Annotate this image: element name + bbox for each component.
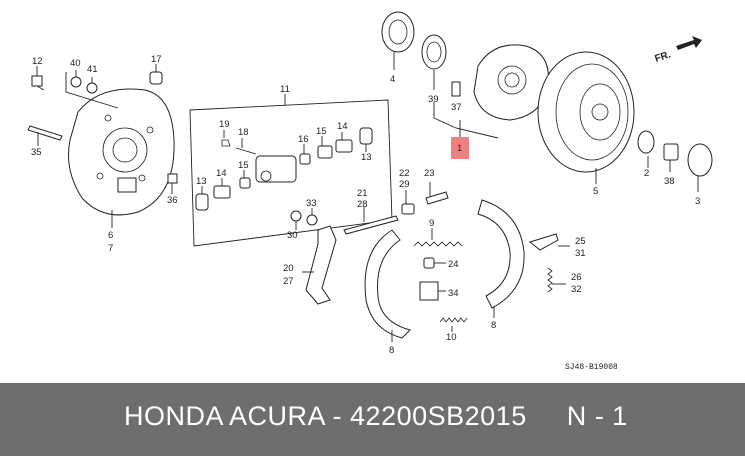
parking-brake-lever <box>290 208 337 305</box>
nut-40-41 <box>65 70 119 109</box>
label-16: 16 <box>298 134 309 145</box>
label-30: 30 <box>287 230 298 241</box>
front-arrow-icon: FR. <box>654 36 702 65</box>
label-12: 12 <box>32 56 43 67</box>
washer-nut-cap <box>637 130 713 192</box>
callout-labels: 12 40 41 17 11 4 39 37 1 19 18 16 15 14 … <box>31 54 700 372</box>
label-41: 41 <box>87 64 98 75</box>
label-11: 11 <box>280 84 290 95</box>
label-26: 26 <box>571 272 582 283</box>
label-20: 20 <box>283 263 294 274</box>
label-18: 18 <box>238 127 249 138</box>
label-9: 9 <box>429 218 434 229</box>
label-8a: 8 <box>389 345 394 356</box>
part-number-caption: HONDA ACURA - 42200SB2015 N - 1 <box>124 401 628 431</box>
label-3: 3 <box>695 196 700 207</box>
label-32: 32 <box>571 284 582 295</box>
oil-seal-and-bearing <box>381 11 447 90</box>
label-21: 21 <box>357 188 368 199</box>
label-31: 31 <box>575 248 586 259</box>
label-35: 35 <box>31 147 42 158</box>
label-14a: 14 <box>337 121 348 132</box>
rear-hub-assembly <box>433 44 550 159</box>
label-1: 1 <box>457 143 462 154</box>
label-38: 38 <box>664 176 675 187</box>
footer-bar: HONDA ACURA - 42200SB2015 N - 1 <box>0 383 745 456</box>
parts-exploded-diagram: FR. 12 40 41 17 11 4 39 37 1 19 18 16 15… <box>27 11 713 372</box>
label-17: 17 <box>151 54 162 65</box>
label-22: 22 <box>399 168 410 179</box>
label-19: 19 <box>219 119 230 130</box>
label-37: 37 <box>451 102 462 113</box>
cap-17 <box>149 64 163 85</box>
label-13a: 13 <box>361 152 372 163</box>
drawing-code: SJ48-B19008 <box>565 363 618 372</box>
lever-35 <box>27 125 63 146</box>
label-7: 7 <box>108 243 113 254</box>
front-indicator-label: FR. <box>654 49 673 65</box>
label-40: 40 <box>70 58 81 69</box>
brake-shoe-right <box>477 199 525 318</box>
return-springs <box>413 228 468 332</box>
label-10: 10 <box>446 332 457 343</box>
label-34: 34 <box>448 288 459 299</box>
part-1-highlight <box>451 137 469 159</box>
label-28: 28 <box>357 199 368 210</box>
label-25: 25 <box>575 236 586 247</box>
label-23: 23 <box>424 168 435 179</box>
backing-plate <box>68 88 175 228</box>
adjuster-strut <box>343 182 449 235</box>
label-14b: 14 <box>216 168 227 179</box>
bolt-36 <box>167 173 178 194</box>
label-8b: 8 <box>491 320 496 331</box>
label-5: 5 <box>593 186 598 197</box>
label-24: 24 <box>448 259 459 270</box>
wheel-cylinder-parts <box>195 127 373 211</box>
adjuster-lever-and-spring <box>528 233 570 293</box>
hold-down-pin-and-clip <box>419 257 446 301</box>
label-39: 39 <box>428 94 439 105</box>
label-29: 29 <box>399 179 410 190</box>
brake-drum <box>537 51 635 184</box>
label-36: 36 <box>167 195 178 206</box>
bolt-12 <box>31 66 45 91</box>
label-15a: 15 <box>316 126 327 137</box>
label-27: 27 <box>283 276 294 287</box>
label-2: 2 <box>644 168 649 179</box>
label-6: 6 <box>108 230 113 241</box>
brake-shoe-left <box>364 229 411 342</box>
label-4: 4 <box>390 74 395 85</box>
label-33: 33 <box>306 198 317 209</box>
label-15b: 15 <box>238 160 249 171</box>
label-13b: 13 <box>196 176 207 187</box>
